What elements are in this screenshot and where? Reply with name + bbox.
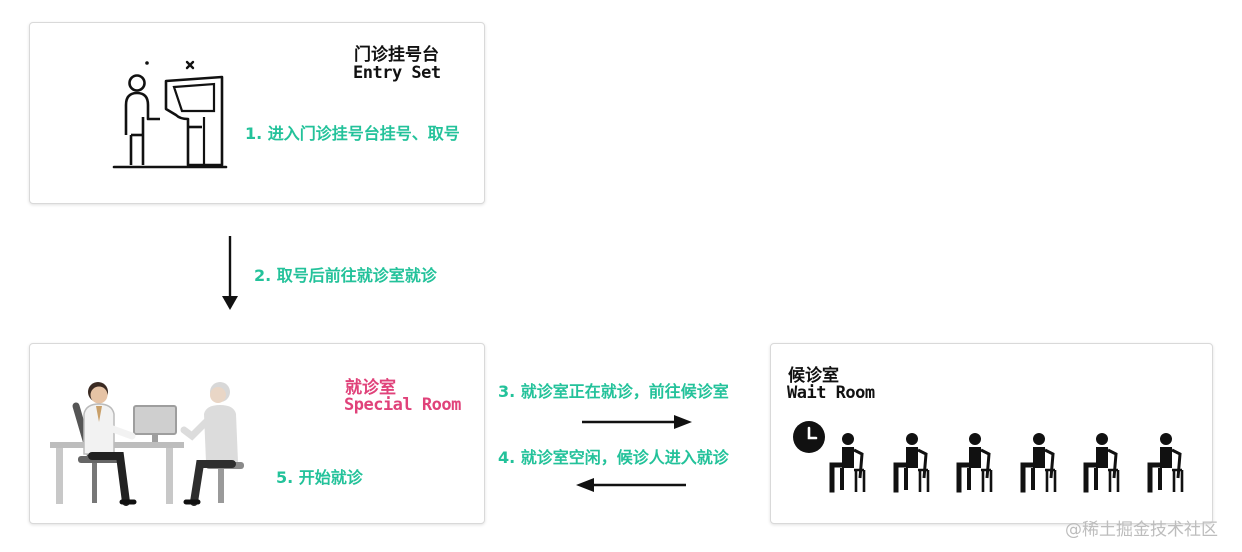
- watermark: @稀土掘金技术社区: [1065, 520, 1218, 540]
- special-title-en: Special Room: [344, 395, 461, 415]
- step-1-label: 1. 进入门诊挂号台挂号、取号: [245, 124, 460, 143]
- entry-title-cn: 门诊挂号台: [354, 45, 439, 65]
- seated-person-icon: [1020, 433, 1057, 493]
- entry-title-en: Entry Set: [353, 63, 441, 83]
- kiosk-person-icon: [112, 60, 228, 169]
- left-arrow-icon: [576, 478, 686, 492]
- seated-person-icon: [1147, 433, 1184, 493]
- down-arrow-icon: [222, 236, 238, 310]
- seated-person-icon: [956, 433, 993, 493]
- entry-set-box: 门诊挂号台 Entry Set 1. 进入门诊挂号台挂号、取号: [29, 22, 485, 204]
- waiting-seats: [826, 432, 1186, 496]
- special-title-cn: 就诊室: [345, 378, 396, 398]
- wait-title-cn: 候诊室: [788, 366, 839, 386]
- clock-icon: [793, 421, 825, 453]
- seated-person-icon: [1083, 433, 1120, 493]
- wait-title-en: Wait Room: [787, 383, 875, 403]
- step-4-label: 4. 就诊室空闲，候诊人进入就诊: [498, 448, 729, 467]
- step-2-label: 2. 取号后前往就诊室就诊: [254, 266, 437, 285]
- right-arrow-icon: [582, 415, 692, 429]
- seated-person-icon: [893, 433, 929, 493]
- step-5-label: 5. 开始就诊: [276, 468, 363, 487]
- wait-room-box: 候诊室 Wait Room: [770, 343, 1213, 524]
- seated-person-icon: [829, 433, 866, 493]
- special-room-box: 就诊室 Special Room 5. 开始就诊: [29, 343, 485, 524]
- doctor-patient-illustration: [50, 382, 244, 506]
- step-3-label: 3. 就诊室正在就诊，前往候诊室: [498, 382, 729, 401]
